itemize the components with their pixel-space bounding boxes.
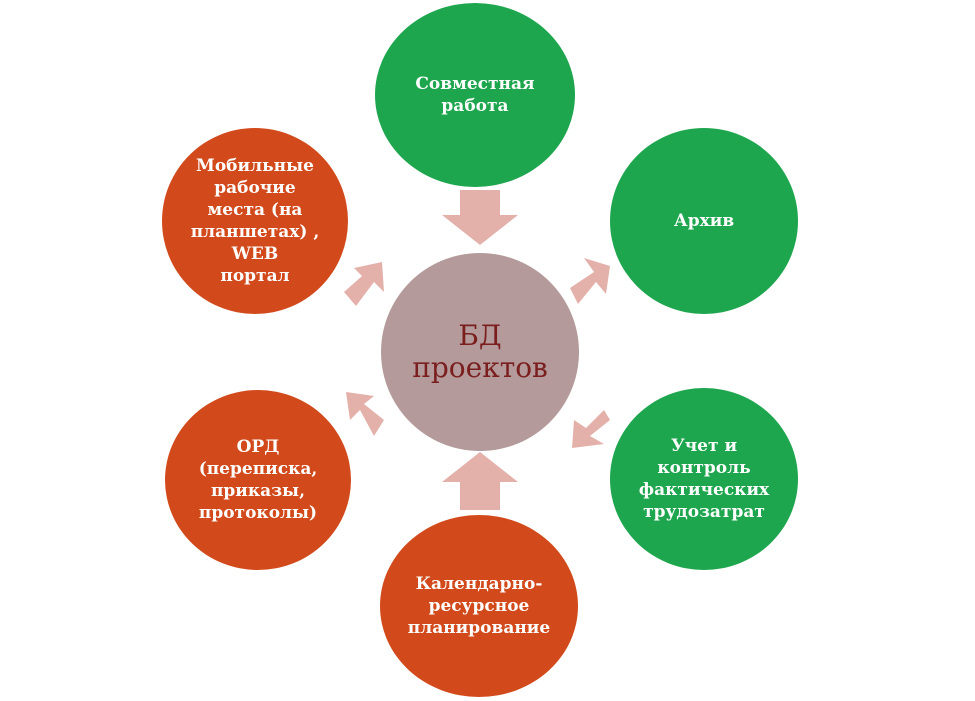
center-node-label: БД проектов: [412, 319, 548, 384]
node-labor-tracking: Учет и контроль фактических трудозатрат: [610, 388, 798, 570]
center-node-project-db: БД проектов: [381, 253, 579, 451]
arrow-top-to-center: [442, 190, 518, 245]
arrow-center-to-ord: [346, 392, 384, 436]
arrow-labor-to-center: [572, 410, 610, 448]
node-collaboration-label: Совместная работа: [415, 74, 535, 116]
node-ord-label: ОРД (переписка, приказы, протоколы): [198, 437, 318, 523]
node-mobile-web: Мобильные рабочие места (на планшетах) ,…: [162, 128, 348, 314]
node-resource-planning: Календарно- ресурсное планирование: [380, 515, 578, 697]
node-collaboration: Совместная работа: [375, 3, 575, 187]
node-archive-label: Архив: [673, 211, 735, 231]
arrow-planning-to-center: [442, 452, 518, 510]
node-labor-tracking-label: Учет и контроль фактических трудозатрат: [638, 436, 770, 522]
node-resource-planning-label: Календарно- ресурсное планирование: [407, 574, 551, 638]
node-mobile-web-label: Мобильные рабочие места (на планшетах) ,…: [190, 156, 320, 286]
arrow-center-to-archive: [570, 258, 610, 304]
arrow-mobile-to-center: [344, 262, 384, 306]
node-ord: ОРД (переписка, приказы, протоколы): [165, 390, 351, 570]
node-archive: Архив: [610, 128, 798, 314]
